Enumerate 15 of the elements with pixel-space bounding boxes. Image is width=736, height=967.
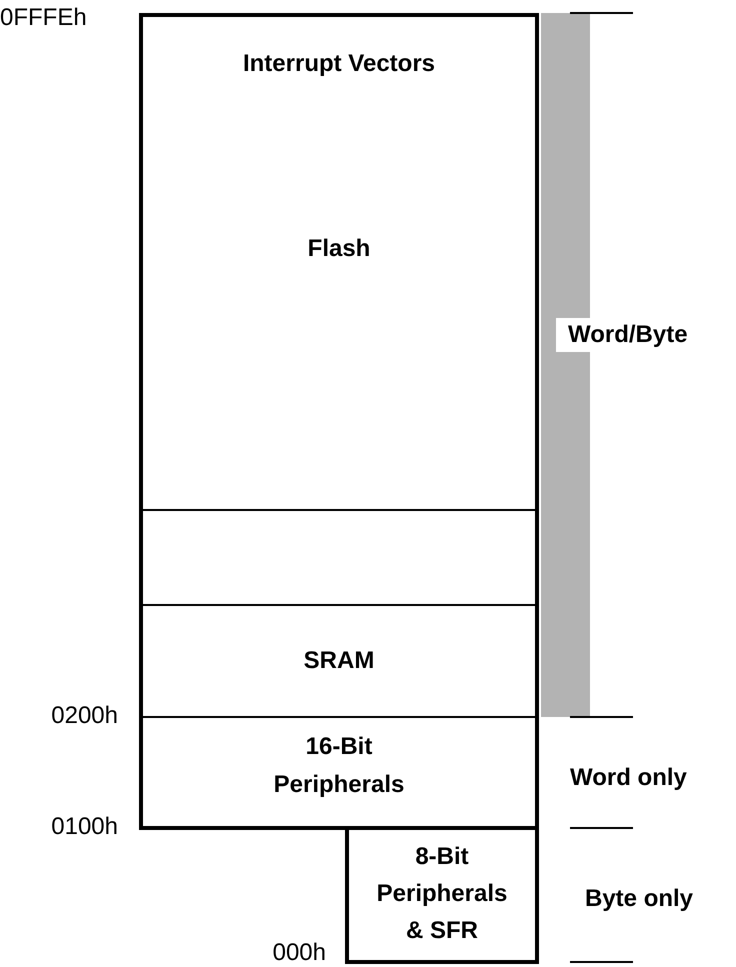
address-label: 000h xyxy=(272,938,326,967)
region-label: 16-Bit Peripherals xyxy=(272,732,406,800)
access-label: Word only xyxy=(570,763,687,793)
region-label: Flash xyxy=(306,234,372,264)
region-label: SRAM xyxy=(302,646,376,676)
region-label: Interrupt Vectors xyxy=(242,49,436,79)
memory-region xyxy=(139,716,539,830)
memory-region xyxy=(139,13,539,509)
address-label: 0200h xyxy=(51,701,118,731)
memory-region xyxy=(139,509,539,604)
address-label: 0FFFEh xyxy=(0,3,87,33)
region-label: 8-Bit Peripherals & SFR xyxy=(376,842,508,946)
memory-region xyxy=(139,604,539,716)
address-label: 0100h xyxy=(51,812,118,842)
access-label: Byte only xyxy=(585,884,694,914)
